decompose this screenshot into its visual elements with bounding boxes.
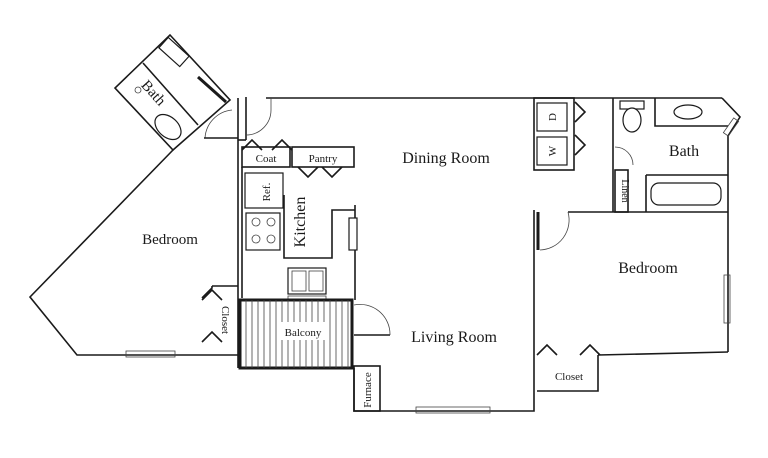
label-pantry: Pantry bbox=[309, 153, 338, 165]
label-living-room: Living Room bbox=[411, 329, 497, 346]
label-closet-right: Closet bbox=[555, 371, 583, 383]
label-bath-right: Bath bbox=[669, 143, 699, 160]
label-ref: Ref. bbox=[261, 182, 273, 201]
main-walls bbox=[238, 97, 532, 301]
label-bedroom-left: Bedroom bbox=[142, 232, 198, 248]
living-room-walls bbox=[353, 210, 535, 414]
label-dryer: D bbox=[547, 113, 559, 121]
label-dining-room: Dining Room bbox=[402, 150, 490, 167]
label-closet-left: Closet bbox=[219, 306, 231, 334]
balcony bbox=[238, 298, 354, 370]
label-washer: W bbox=[547, 145, 559, 156]
left-bath bbox=[113, 33, 239, 152]
label-balcony: Balcony bbox=[285, 327, 322, 339]
left-bedroom-walls bbox=[28, 140, 239, 368]
label-bath-left: Bath bbox=[138, 77, 169, 109]
label-linen: Linen bbox=[619, 179, 630, 202]
label-bedroom-right: Bedroom bbox=[618, 260, 678, 277]
label-furnace: Furnace bbox=[362, 372, 374, 408]
right-side-walls bbox=[532, 97, 742, 392]
label-kitchen: Kitchen bbox=[292, 197, 309, 248]
label-coat: Coat bbox=[256, 153, 277, 165]
